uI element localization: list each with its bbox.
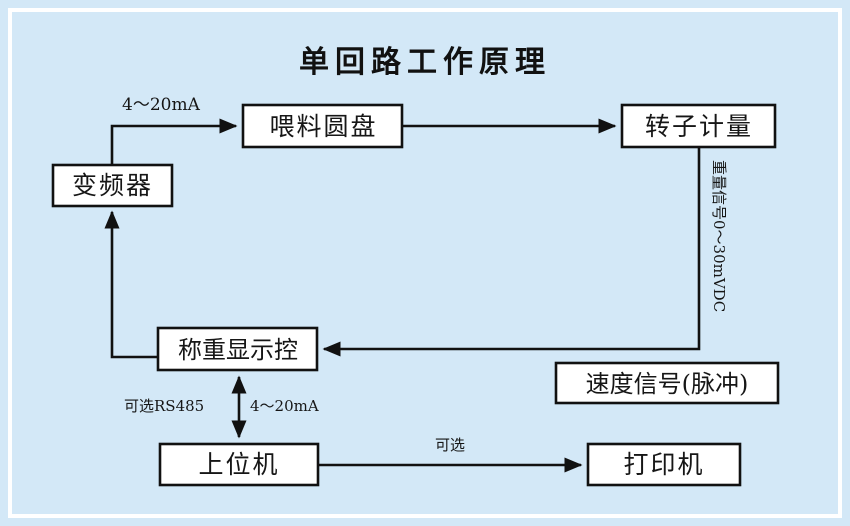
node-inverter[interactable]: 变频器 [51,163,174,208]
node-inverter-box [51,163,174,208]
node-feed-disc-label: 喂料圆盘 [269,112,377,141]
edge-rotor-meter-to-weighing-display [322,147,701,357]
node-rotor-meter[interactable]: 转子计量 [620,103,777,149]
node-printer-label: 打印机 [623,450,704,479]
node-host-computer-box [158,442,320,487]
edge-weighing-display-to-inverter [104,210,158,359]
node-rotor-meter-box [620,103,777,149]
page-title: 单回路工作原理 [299,45,551,80]
edge-label-optional-rs485: 可选RS485 [124,397,204,415]
node-rotor-meter-label: 转子计量 [645,112,753,141]
node-printer[interactable]: 打印机 [586,442,742,487]
edge-label-4-20ma-host: 4～20mA [250,397,319,415]
edge-label-optional-printer: 可选 [435,436,465,454]
node-feed-disc-box [241,103,404,149]
edge-label-inverter-to-feed: 4～20mA [122,95,201,115]
node-feed-disc[interactable]: 喂料圆盘 [241,103,404,149]
edge-inverter-to-feed-disc [110,118,238,165]
node-speed-signal-label: 速度信号(脉冲) [586,370,749,398]
node-speed-signal-box [554,361,780,405]
edge-label-weight-signal: 重量信号0～30mVDC [710,160,728,312]
node-weighing-display-box [156,326,319,372]
node-printer-box [586,442,742,487]
node-inverter-label: 变频器 [72,171,153,200]
node-host-computer[interactable]: 上位机 [158,442,320,487]
node-weighing-display-label: 称重显示控 [178,336,298,364]
node-host-computer-label: 上位机 [198,450,279,479]
node-weighing-display[interactable]: 称重显示控 [156,326,319,372]
node-speed-signal[interactable]: 速度信号(脉冲) [554,361,780,405]
